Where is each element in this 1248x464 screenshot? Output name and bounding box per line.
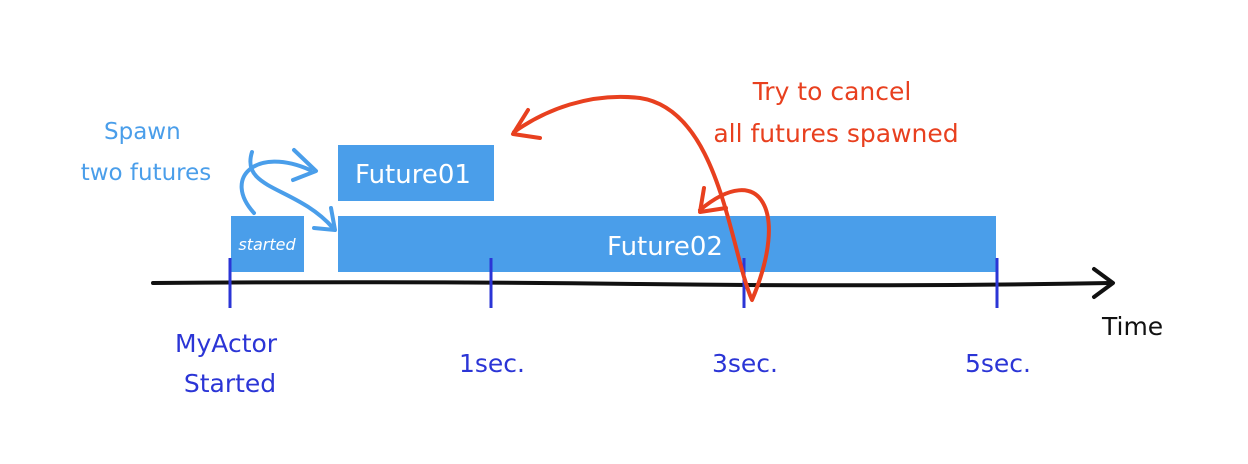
- cancel-note-line1: Try to cancel: [752, 77, 912, 106]
- cancel-arrow-future02-head: [698, 186, 728, 214]
- tick-label-start-line1: MyActor: [175, 329, 278, 358]
- tick-label-start-line2: Started: [184, 369, 276, 398]
- time-axis-label: Time: [1101, 312, 1163, 341]
- cancel-note: Try to cancel all futures spawned: [713, 77, 958, 148]
- spawn-arrow-future02-head: [312, 206, 337, 232]
- spawn-arrows: [239, 148, 337, 232]
- tick-label-1sec: 1sec.: [459, 349, 525, 378]
- tick-label-5sec: 5sec.: [965, 349, 1031, 378]
- cancel-arrows: [511, 94, 771, 302]
- spawn-note-line2: two futures: [81, 160, 212, 186]
- cancel-arrow-curve: [512, 94, 771, 302]
- future01-block: [338, 145, 494, 201]
- cancel-note-line2: all futures spawned: [713, 119, 958, 148]
- future01-block-label: Future01: [355, 160, 471, 190]
- time-axis-line: [151, 280, 1112, 288]
- spawn-arrow-future01-head: [291, 148, 318, 182]
- future02-block-label: Future02: [607, 232, 723, 262]
- started-block-label: started: [238, 235, 296, 254]
- cancel-arrow-future01-head: [511, 108, 542, 140]
- tick-label-3sec: 3sec.: [712, 349, 778, 378]
- spawn-arrow-future02: [248, 150, 335, 230]
- spawn-note: Spawn two futures: [81, 119, 212, 186]
- spawn-note-line1: Spawn: [104, 119, 181, 145]
- future02-block: [338, 216, 996, 272]
- started-block: [231, 216, 304, 272]
- time-axis-arrowhead: [1092, 267, 1115, 299]
- tick-label-start: MyActor Started: [175, 329, 285, 398]
